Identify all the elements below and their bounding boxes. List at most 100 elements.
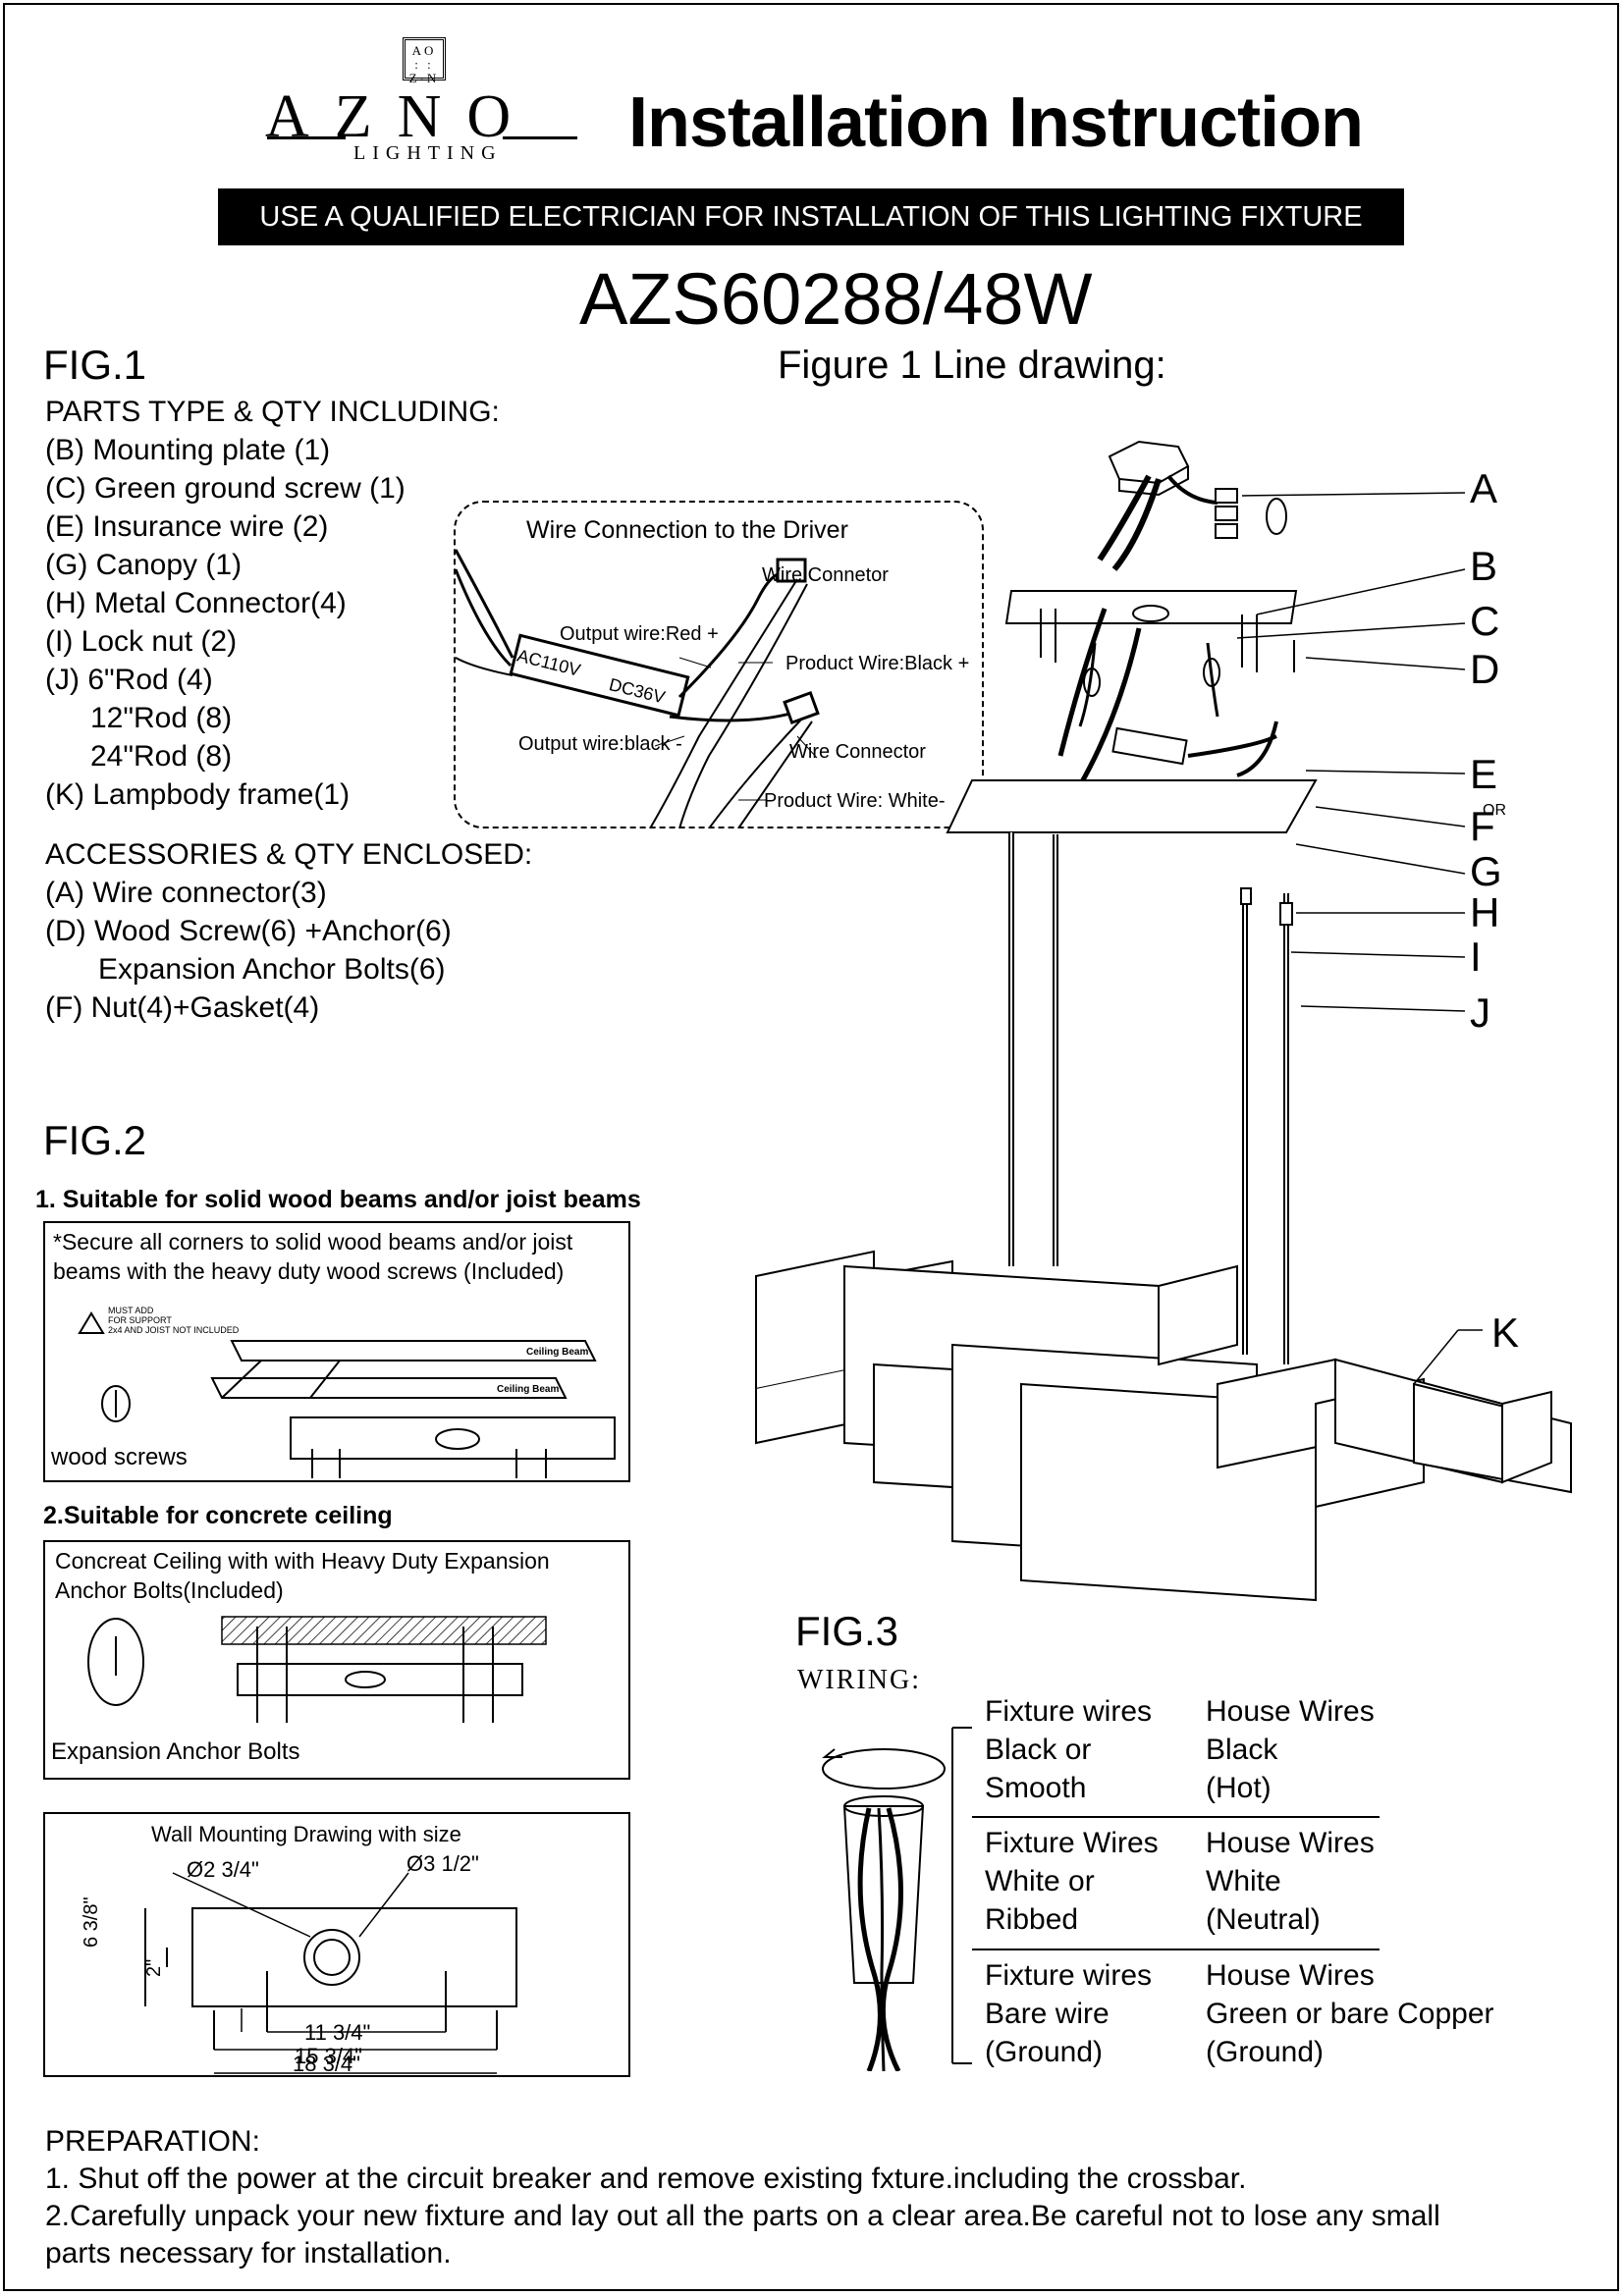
wiring-cell: House Wires [1206,1959,1375,1992]
fig1-parts-list: PARTS TYPE & QTY INCLUDING: (B) Mounting… [45,393,500,814]
part-item: (K) Lampbody frame(1) [45,778,351,811]
logo-mark-line-3: Z·N [408,71,440,85]
wall-mount-diagram [144,1872,517,2074]
part-item: (C) Green ground screw (1) [45,472,406,505]
wall-mount-panel: Wall Mounting Drawing with size Ø2 3/4" … [43,1812,630,2077]
accessory-item: (D) Wood Screw(6) +Anchor(6) [45,915,452,947]
part-item: (B) Mounting plate (1) [45,434,331,466]
dim-width-3: 18 3/4" [293,2052,360,2076]
wiring-illustration [822,1748,946,2071]
fig2-section2-title: 2.Suitable for concrete ceiling [43,1502,393,1529]
wood-screws-label: wood screws [51,1444,188,1470]
wall-mount-title: Wall Mounting Drawing with size [151,1822,461,1846]
accessories-heading: ACCESSORIES & QTY ENCLOSED: [45,838,533,871]
wiring-cell: White or [985,1865,1095,1897]
accessory-item: (A) Wire connector(3) [45,877,327,909]
part-item: (H) Metal Connector(4) [45,587,347,619]
expansion-anchor-label: Expansion Anchor Bolts [51,1738,300,1765]
wiring-cell: Fixture wires [985,1695,1153,1728]
concrete-panel: Concreat Ceiling with with Heavy Duty Ex… [43,1540,630,1780]
callout-B: B [1470,543,1498,589]
parts-heading: PARTS TYPE & QTY INCLUDING: [45,396,500,428]
part-item: 24"Rod (8) [90,740,233,773]
wire-box-title: Wire Connection to the Driver [526,516,848,544]
wiring-cell: Ribbed [985,1903,1079,1936]
concrete-note: Concreat Ceiling with with Heavy Duty Ex… [55,1548,550,1603]
input-wire [454,568,513,667]
preparation-section: PREPARATION: 1. Shut off the power at th… [45,2123,1440,2272]
model-number: AZS60288/48W [579,258,1093,340]
product-black-wire [678,583,808,828]
product-black-wire [649,578,798,828]
part-item: (J) 6"Rod (4) [45,664,213,696]
wiring-row-3-fixture: Fixture wires Bare wire (Ground) [985,1956,1152,2071]
part-item: (E) Insurance wire (2) [45,510,329,543]
page-border [3,3,1619,2291]
fig1-heading: FIG.1 [43,342,147,388]
fig3-heading: FIG.3 [795,1608,899,1654]
part-item: (G) Canopy (1) [45,549,243,581]
preparation-step: parts necessary for installation. [45,2237,452,2269]
accessory-item: Expansion Anchor Bolts(6) [98,953,446,986]
callout-C: C [1470,598,1500,644]
dim-height-total: 6 3/8" [81,1896,102,1948]
safety-banner: USE A QUALIFIED ELECTRICIAN FOR INSTALLA… [218,188,1404,245]
wiring-cell: (Ground) [1206,2036,1325,2068]
wiring-cell: House Wires [1206,1827,1375,1859]
logo-rule-right [503,136,577,139]
preparation-step: 2.Carefully unpack your new fixture and … [45,2200,1440,2232]
callout-I: I [1470,934,1482,980]
input-wire [455,657,514,676]
part-item: 12"Rod (8) [90,702,233,734]
wood-beam-diagram: MUST ADD FOR SUPPORT 2x4 AND JOIST NOT I… [78,1306,616,1478]
beam-label: Ceiling Beam [526,1347,588,1358]
wiring-row-1-house: House Wires Black (Hot) [1206,1692,1375,1807]
product-black-label: Product Wire:Black + [785,653,969,674]
concrete-diagram [87,1616,547,1723]
callout-G: G [1470,848,1502,894]
page-title: Installation Instruction [628,83,1364,162]
dim-diameter-small: Ø2 3/4" [187,1857,259,1882]
wiring-cell: House Wires [1206,1695,1375,1728]
product-white-wire [737,721,813,828]
wiring-row-2-house: House Wires White (Neutral) [1206,1824,1375,1939]
callout-J: J [1470,989,1490,1036]
wiring-cell: Black [1206,1734,1278,1766]
wiring-cell: White [1206,1865,1281,1897]
part-item: (I) Lock nut (2) [45,625,238,658]
preparation-step: 1. Shut off the power at the circuit bre… [45,2163,1247,2195]
product-white-wire [708,718,803,828]
wire-connection-box [454,501,984,828]
callout-A: A [1470,465,1498,511]
wire-connector-top [776,558,807,583]
fig2-heading: FIG.2 [43,1117,147,1163]
output-red-wire [677,572,779,699]
fig1-drawing-title: Figure 1 Line drawing: [778,344,1166,387]
wiring-row-1-fixture: Fixture wires Black or Smooth [985,1692,1152,1807]
wiring-cell: Black or [985,1734,1092,1766]
wiring-cell: (Ground) [985,2036,1104,2068]
warning-line: 2x4 AND JOIST NOT INCLUDED [108,1325,240,1335]
dim-width-2: 15 3/4" [295,2044,362,2068]
wood-beam-note: *Secure all corners to solid wood beams … [53,1229,573,1284]
output-black-label: Output wire:black - [518,733,682,755]
wiring-cell: (Neutral) [1206,1903,1321,1936]
wire-connector-label-1: Wire Connetor [762,564,889,586]
wiring-cell: Green or bare Copper [1206,1998,1494,2030]
wiring-cell: Fixture Wires [985,1827,1159,1859]
wire-connector-label-2: Wire Connector [789,741,926,763]
callout-D: D [1470,646,1500,692]
dim-diameter-large: Ø3 1/2" [406,1851,479,1876]
fig2-section1-title: 1. Suitable for solid wood beams and/or … [35,1186,641,1213]
wire-connector-bottom [783,690,820,725]
wiring-cell: (Hot) [1206,1772,1272,1804]
output-red-label: Output wire:Red + [560,623,719,645]
driver-box [509,633,690,718]
mounting-plate [1004,590,1298,624]
wiring-table-lines [951,1727,1380,2064]
dim-width-1: 11 3/4" [304,2020,371,2045]
wiring-cell: Smooth [985,1772,1087,1804]
brand-tagline: LIGHTING [353,142,503,164]
fixture-line-drawing: OR [755,440,1572,1602]
canopy [946,779,1318,833]
